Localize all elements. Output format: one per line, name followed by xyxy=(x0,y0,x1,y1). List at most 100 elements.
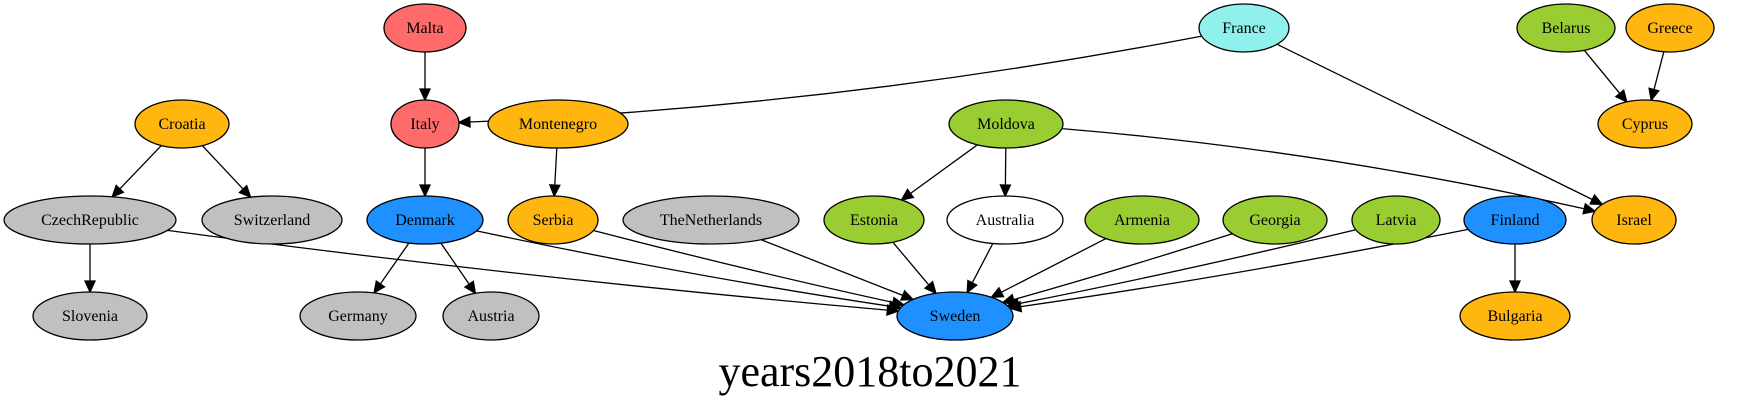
node-cyprus: Cyprus xyxy=(1597,99,1693,149)
node-label: Belarus xyxy=(1542,20,1591,37)
node-label: Georgia xyxy=(1249,212,1300,229)
node-label: Latvia xyxy=(1376,212,1417,229)
node-montenegro: Montenegro xyxy=(487,99,629,149)
node-label: Switzerland xyxy=(234,212,310,229)
edge-line xyxy=(1013,233,1233,301)
edge-armenia-to-sweden xyxy=(990,238,1107,299)
arrowhead xyxy=(1648,87,1660,102)
node-belarus: Belarus xyxy=(1516,3,1616,53)
arrowhead xyxy=(238,184,252,199)
node-ellipse xyxy=(201,195,343,245)
node-label: Italy xyxy=(410,116,439,133)
node-label: Cyprus xyxy=(1622,116,1668,133)
edge-denmark-to-austria xyxy=(440,242,477,295)
arrowhead xyxy=(899,289,915,301)
node-ellipse xyxy=(1084,195,1200,245)
edge-moldova-to-estonia xyxy=(900,144,978,201)
node-ellipse xyxy=(507,195,599,245)
node-ellipse xyxy=(823,195,925,245)
edge-line xyxy=(1653,51,1665,90)
node-ellipse xyxy=(896,291,1014,341)
node-label: Estonia xyxy=(850,212,898,229)
node-ellipse xyxy=(1459,291,1571,341)
node-ellipse xyxy=(390,99,460,149)
edge-line xyxy=(971,243,994,284)
node-italy: Italy xyxy=(390,99,460,149)
arrowhead xyxy=(1508,280,1522,294)
node-slovenia: Slovenia xyxy=(32,291,148,341)
edge-croatia-to-switzerland xyxy=(201,145,252,199)
node-armenia: Armenia xyxy=(1084,195,1200,245)
node-label: Greece xyxy=(1647,20,1692,37)
node-estonia: Estonia xyxy=(823,195,925,245)
edge-moldova-to-australia xyxy=(999,147,1012,198)
edge-thenetherlands-to-sweden xyxy=(760,239,915,301)
node-label: Denmark xyxy=(395,212,455,229)
edge-line xyxy=(1061,127,1585,210)
arrowhead xyxy=(463,280,477,295)
arrowhead xyxy=(999,184,1012,198)
node-ellipse xyxy=(32,291,148,341)
node-georgia: Georgia xyxy=(1222,195,1328,245)
node-ellipse xyxy=(1625,3,1715,53)
edge-finland-to-bulgaria xyxy=(1508,244,1522,294)
arrowhead xyxy=(990,286,1005,299)
edge-line xyxy=(593,229,894,304)
node-label: Australia xyxy=(976,212,1035,229)
arrowhead xyxy=(418,88,432,102)
node-label: Armenia xyxy=(1114,212,1170,229)
edge-line xyxy=(910,144,978,195)
edge-latvia-to-sweden xyxy=(1005,229,1356,310)
node-label: France xyxy=(1222,20,1266,37)
node-ellipse xyxy=(1463,195,1567,245)
node-moldova: Moldova xyxy=(948,99,1064,149)
arrowhead xyxy=(1582,202,1597,215)
edge-croatia-to-czechrepublic xyxy=(111,145,162,198)
node-label: Germany xyxy=(328,308,388,325)
arrowhead xyxy=(111,184,125,198)
node-ellipse xyxy=(1198,3,1290,53)
node-croatia: Croatia xyxy=(134,99,230,149)
edge-australia-to-sweden xyxy=(966,243,994,294)
node-france: France xyxy=(1198,3,1290,53)
edge-line xyxy=(201,145,244,190)
node-ellipse xyxy=(946,195,1064,245)
node-ellipse xyxy=(487,99,629,149)
arrowhead xyxy=(1008,300,1023,313)
node-bulgaria: Bulgaria xyxy=(1459,291,1571,341)
node-label: Serbia xyxy=(533,212,574,229)
node-ellipse xyxy=(622,195,800,245)
arrowhead xyxy=(83,280,97,294)
edge-line xyxy=(440,242,470,285)
node-austria: Austria xyxy=(442,291,540,341)
arrowhead xyxy=(891,296,906,309)
edge-denmark-to-germany xyxy=(373,242,410,295)
node-ellipse xyxy=(299,291,417,341)
node-label: Israel xyxy=(1616,212,1652,229)
edge-greece-to-cyprus xyxy=(1648,51,1665,102)
node-ellipse xyxy=(1591,195,1677,245)
node-ellipse xyxy=(366,195,484,245)
node-label: Bulgaria xyxy=(1487,308,1542,325)
node-ellipse xyxy=(1222,195,1328,245)
arrowhead xyxy=(373,279,386,295)
node-sweden: Sweden xyxy=(896,291,1014,341)
edge-estonia-to-sweden xyxy=(892,241,937,295)
node-ellipse xyxy=(1597,99,1693,149)
node-label: TheNetherlands xyxy=(660,212,762,229)
node-ellipse xyxy=(383,3,467,53)
edge-france-to-israel xyxy=(1276,43,1604,205)
edge-line xyxy=(554,147,558,186)
edge-line xyxy=(1583,49,1621,94)
node-label: Moldova xyxy=(977,116,1035,133)
node-denmark: Denmark xyxy=(366,195,484,245)
node-ellipse xyxy=(134,99,230,149)
edge-moldova-to-israel xyxy=(1061,127,1597,215)
node-germany: Germany xyxy=(299,291,417,341)
edge-line xyxy=(1018,229,1356,305)
node-ellipse xyxy=(1516,3,1616,53)
node-label: Finland xyxy=(1491,212,1540,229)
edge-montenegro-to-serbia xyxy=(548,147,561,198)
node-malta: Malta xyxy=(383,3,467,53)
